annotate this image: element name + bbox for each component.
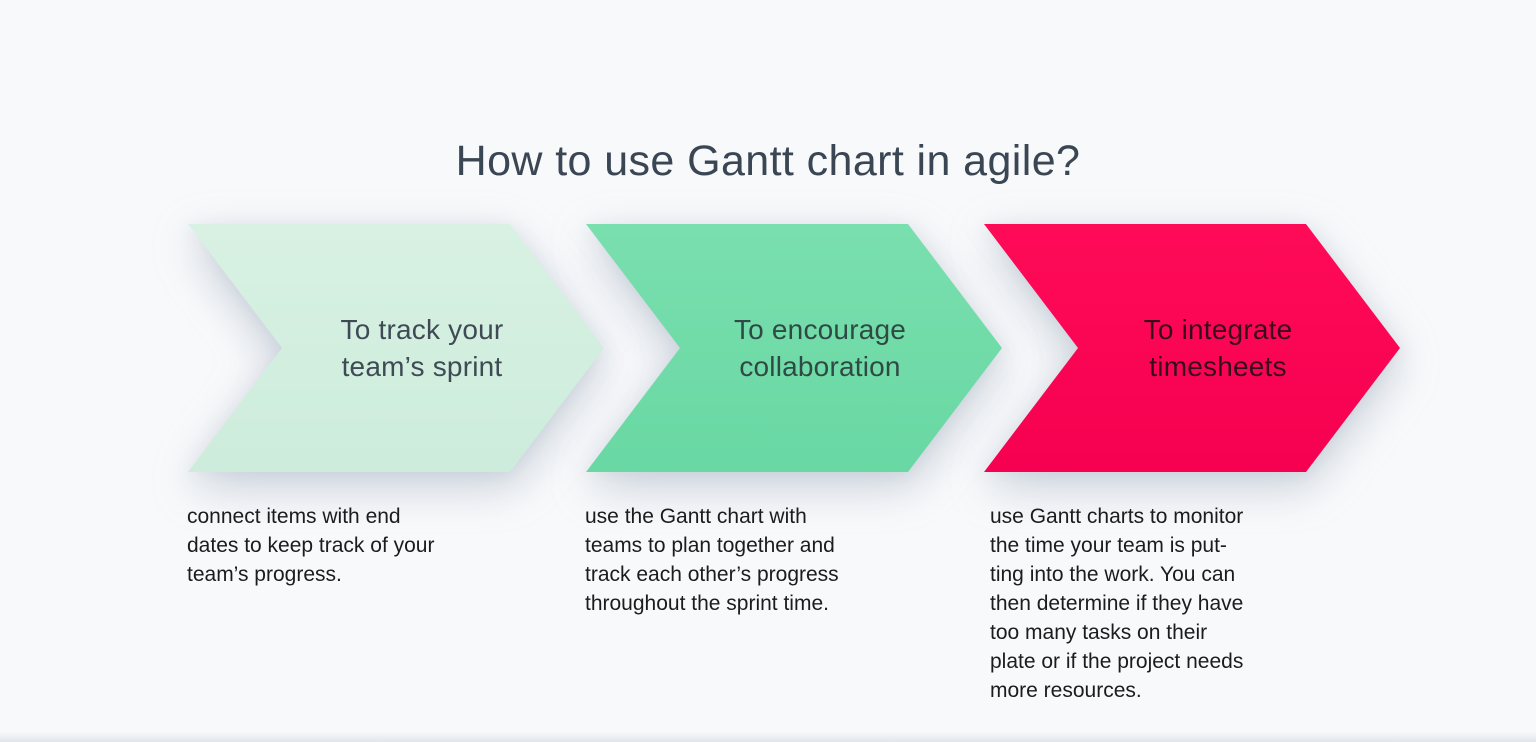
step-description-track-sprint: connect items with end dates to keep tra… <box>187 505 435 586</box>
step-description-integrate-timesheets: use Gantt charts to monitor the time you… <box>990 505 1244 702</box>
step-label: To integrate timesheets <box>1143 314 1293 382</box>
step-description-encourage-collaboration: use the Gantt chart with teams to plan t… <box>585 505 839 615</box>
step-label: To encourage collaboration <box>733 314 907 382</box>
step-label: To track your team’s sprint <box>340 314 504 382</box>
step-arrow-encourage-collaboration: To encourage collaboration <box>586 224 1002 472</box>
page-title: How to use Gantt chart in agile? <box>455 136 1081 185</box>
step-arrow-integrate-timesheets: To integrate timesheets <box>984 224 1400 472</box>
bottom-page-edge <box>0 732 1536 742</box>
step-arrow-track-sprint: To track your team’s sprint <box>188 224 604 472</box>
